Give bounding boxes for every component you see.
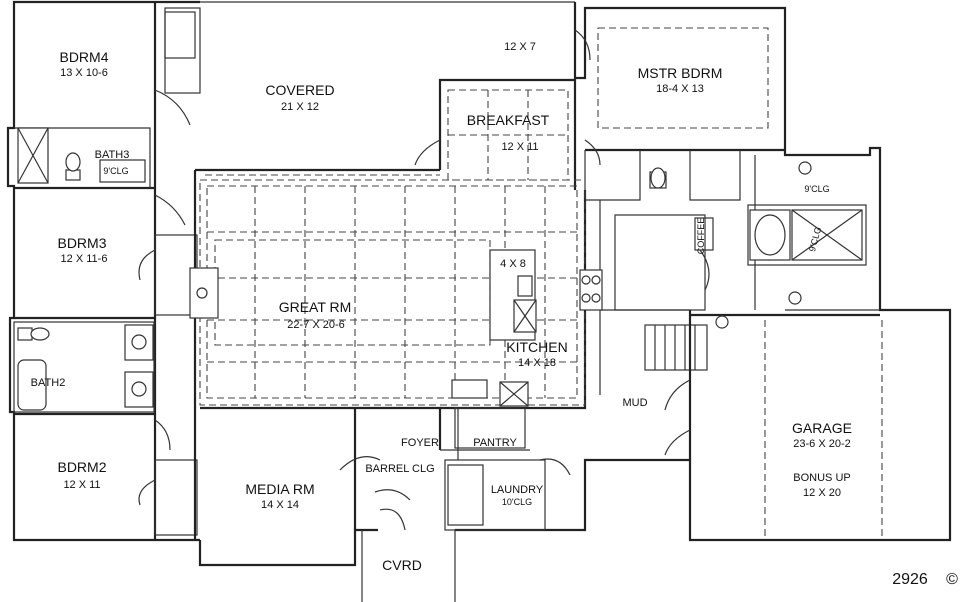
covered-dim: 21 X 12 — [281, 101, 319, 113]
doors — [138, 29, 710, 531]
mstr-dim: 18-4 X 13 — [656, 83, 704, 95]
foyer-label: FOYER — [401, 437, 439, 449]
covered-label: COVERED — [265, 82, 334, 98]
garage-label: GARAGE — [792, 420, 852, 436]
interior-walls — [13, 2, 883, 540]
media-label: MEDIA RM — [245, 481, 314, 497]
kitchen-label: KITCHEN — [506, 339, 567, 355]
patio-dim: 12 X 7 — [504, 41, 536, 53]
plan-number-text: 2926 — [892, 571, 928, 588]
cvrd-label: CVRD — [382, 557, 422, 573]
bdrm2-label: BDRM2 — [57, 459, 106, 475]
fixtures — [17, 127, 812, 526]
media-dim: 14 X 14 — [261, 499, 299, 511]
bdrm3-dim: 12 X 11-6 — [61, 253, 108, 265]
breakfast-label: BREAKFAST — [467, 112, 550, 128]
coffee-label: COFFEE — [696, 218, 706, 255]
room-labels: BDRM4 13 X 10-6 COVERED 21 X 12 12 X 7 M… — [31, 41, 852, 573]
bdrm4-label: BDRM4 — [59, 49, 108, 65]
bath3-clg: 9'CLG — [103, 166, 128, 176]
bath3-label: BATH3 — [95, 149, 130, 161]
laundry-label: LAUNDRY — [491, 484, 544, 496]
foyer-clg: BARREL CLG — [365, 463, 434, 475]
great-label: GREAT RM — [279, 299, 352, 315]
island-dim: 4 X 8 — [500, 258, 526, 270]
bath2-label: BATH2 — [31, 377, 66, 389]
exterior-walls — [6, 0, 952, 602]
kitchen-dim: 14 X 18 — [518, 357, 556, 369]
breakfast-dim: 12 X 11 — [501, 141, 538, 153]
bonus-label: BONUS UP — [793, 472, 850, 484]
garage-dim: 23-6 X 20-2 — [793, 438, 850, 450]
mbath-clg: 9'CLG — [804, 184, 829, 194]
bonus-dim: 12 X 20 — [803, 487, 841, 499]
pantry-label: PANTRY — [473, 437, 517, 449]
plan-number: 2926 © — [892, 571, 958, 588]
laundry-clg: 10'CLG — [502, 497, 532, 507]
bdrm3-label: BDRM3 — [57, 235, 106, 251]
mud-label: MUD — [622, 397, 647, 409]
bdrm2-dim: 12 X 11 — [63, 479, 100, 491]
mstr-label: MSTR BDRM — [638, 65, 723, 81]
great-dim: 22-7 X 20-6 — [287, 319, 344, 331]
copyright-mark: © — [946, 571, 958, 588]
bdrm4-dim: 13 X 10-6 — [60, 67, 108, 79]
